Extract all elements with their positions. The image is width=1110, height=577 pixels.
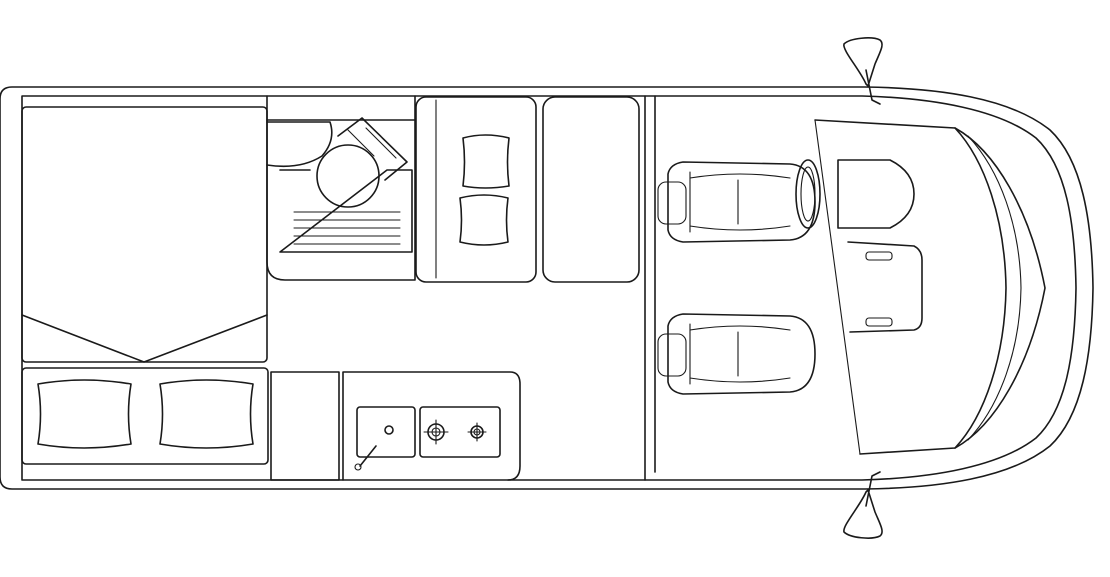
dinette: [415, 96, 640, 283]
mirror-icon: [843, 37, 883, 105]
wardrobe: [270, 371, 340, 481]
mattress: [21, 106, 268, 363]
pillow-icon: [37, 379, 132, 449]
steering-wheel-icon: [795, 159, 915, 229]
windshield: [954, 127, 1007, 449]
inner-wall: [21, 95, 1077, 481]
toilet-icon: [316, 117, 408, 208]
galley: [270, 371, 521, 481]
cab: [657, 119, 1046, 455]
pillow-icon: [459, 194, 509, 246]
kitchen-counter: [342, 371, 521, 481]
washroom-wall: [266, 95, 416, 281]
windshield-inner: [967, 135, 1022, 441]
washroom: [266, 95, 416, 281]
burner-icon: [467, 422, 487, 442]
seat-icon: [657, 161, 816, 243]
dashboard: [814, 119, 1046, 455]
center-console: [847, 241, 923, 333]
outer-hull: [0, 86, 1094, 490]
dinette-table: [542, 96, 640, 283]
burner-icon: [423, 419, 449, 445]
pillow-icon: [462, 134, 510, 189]
duvet-fold: [21, 314, 268, 363]
sink-icon: [354, 406, 416, 471]
bench-seat: [415, 96, 537, 283]
sink-icon: [279, 169, 413, 253]
shower-tray: [266, 121, 333, 168]
mirror-icon: [843, 471, 883, 539]
pillow-area: [21, 367, 269, 465]
seat-icon: [657, 313, 816, 395]
pillow-icon: [159, 379, 254, 449]
rear-bed: [21, 106, 269, 465]
cooktop: [419, 406, 501, 458]
vehicle-body: [0, 86, 1094, 490]
